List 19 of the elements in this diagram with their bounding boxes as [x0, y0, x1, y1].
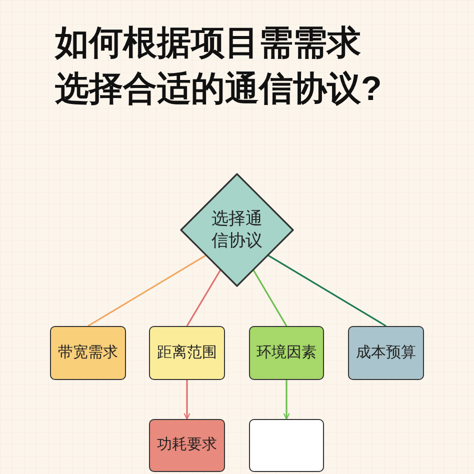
title: 如何根据项目需需求选择合适的通信协议?: [55, 23, 383, 110]
process-box: [348, 326, 424, 380]
node-label: 选择通信协议: [210, 208, 264, 252]
connector-line: [252, 268, 288, 326]
node-label: 功耗要求: [157, 435, 217, 456]
process-box: [50, 326, 126, 380]
arrow: [283, 380, 290, 420]
connector-line: [186, 268, 222, 326]
process-box: [149, 326, 225, 380]
node-label: 距离范围: [157, 342, 217, 363]
process-box: [249, 326, 324, 380]
node-label: 环境因素: [256, 342, 316, 363]
process-box: [149, 419, 225, 472]
connector-line: [266, 254, 386, 327]
empty-box: [249, 419, 324, 472]
connector-line: [88, 254, 208, 327]
node-label: 成本预算: [356, 342, 416, 363]
arrow: [184, 380, 190, 420]
node-label: 带宽需求: [58, 342, 118, 363]
